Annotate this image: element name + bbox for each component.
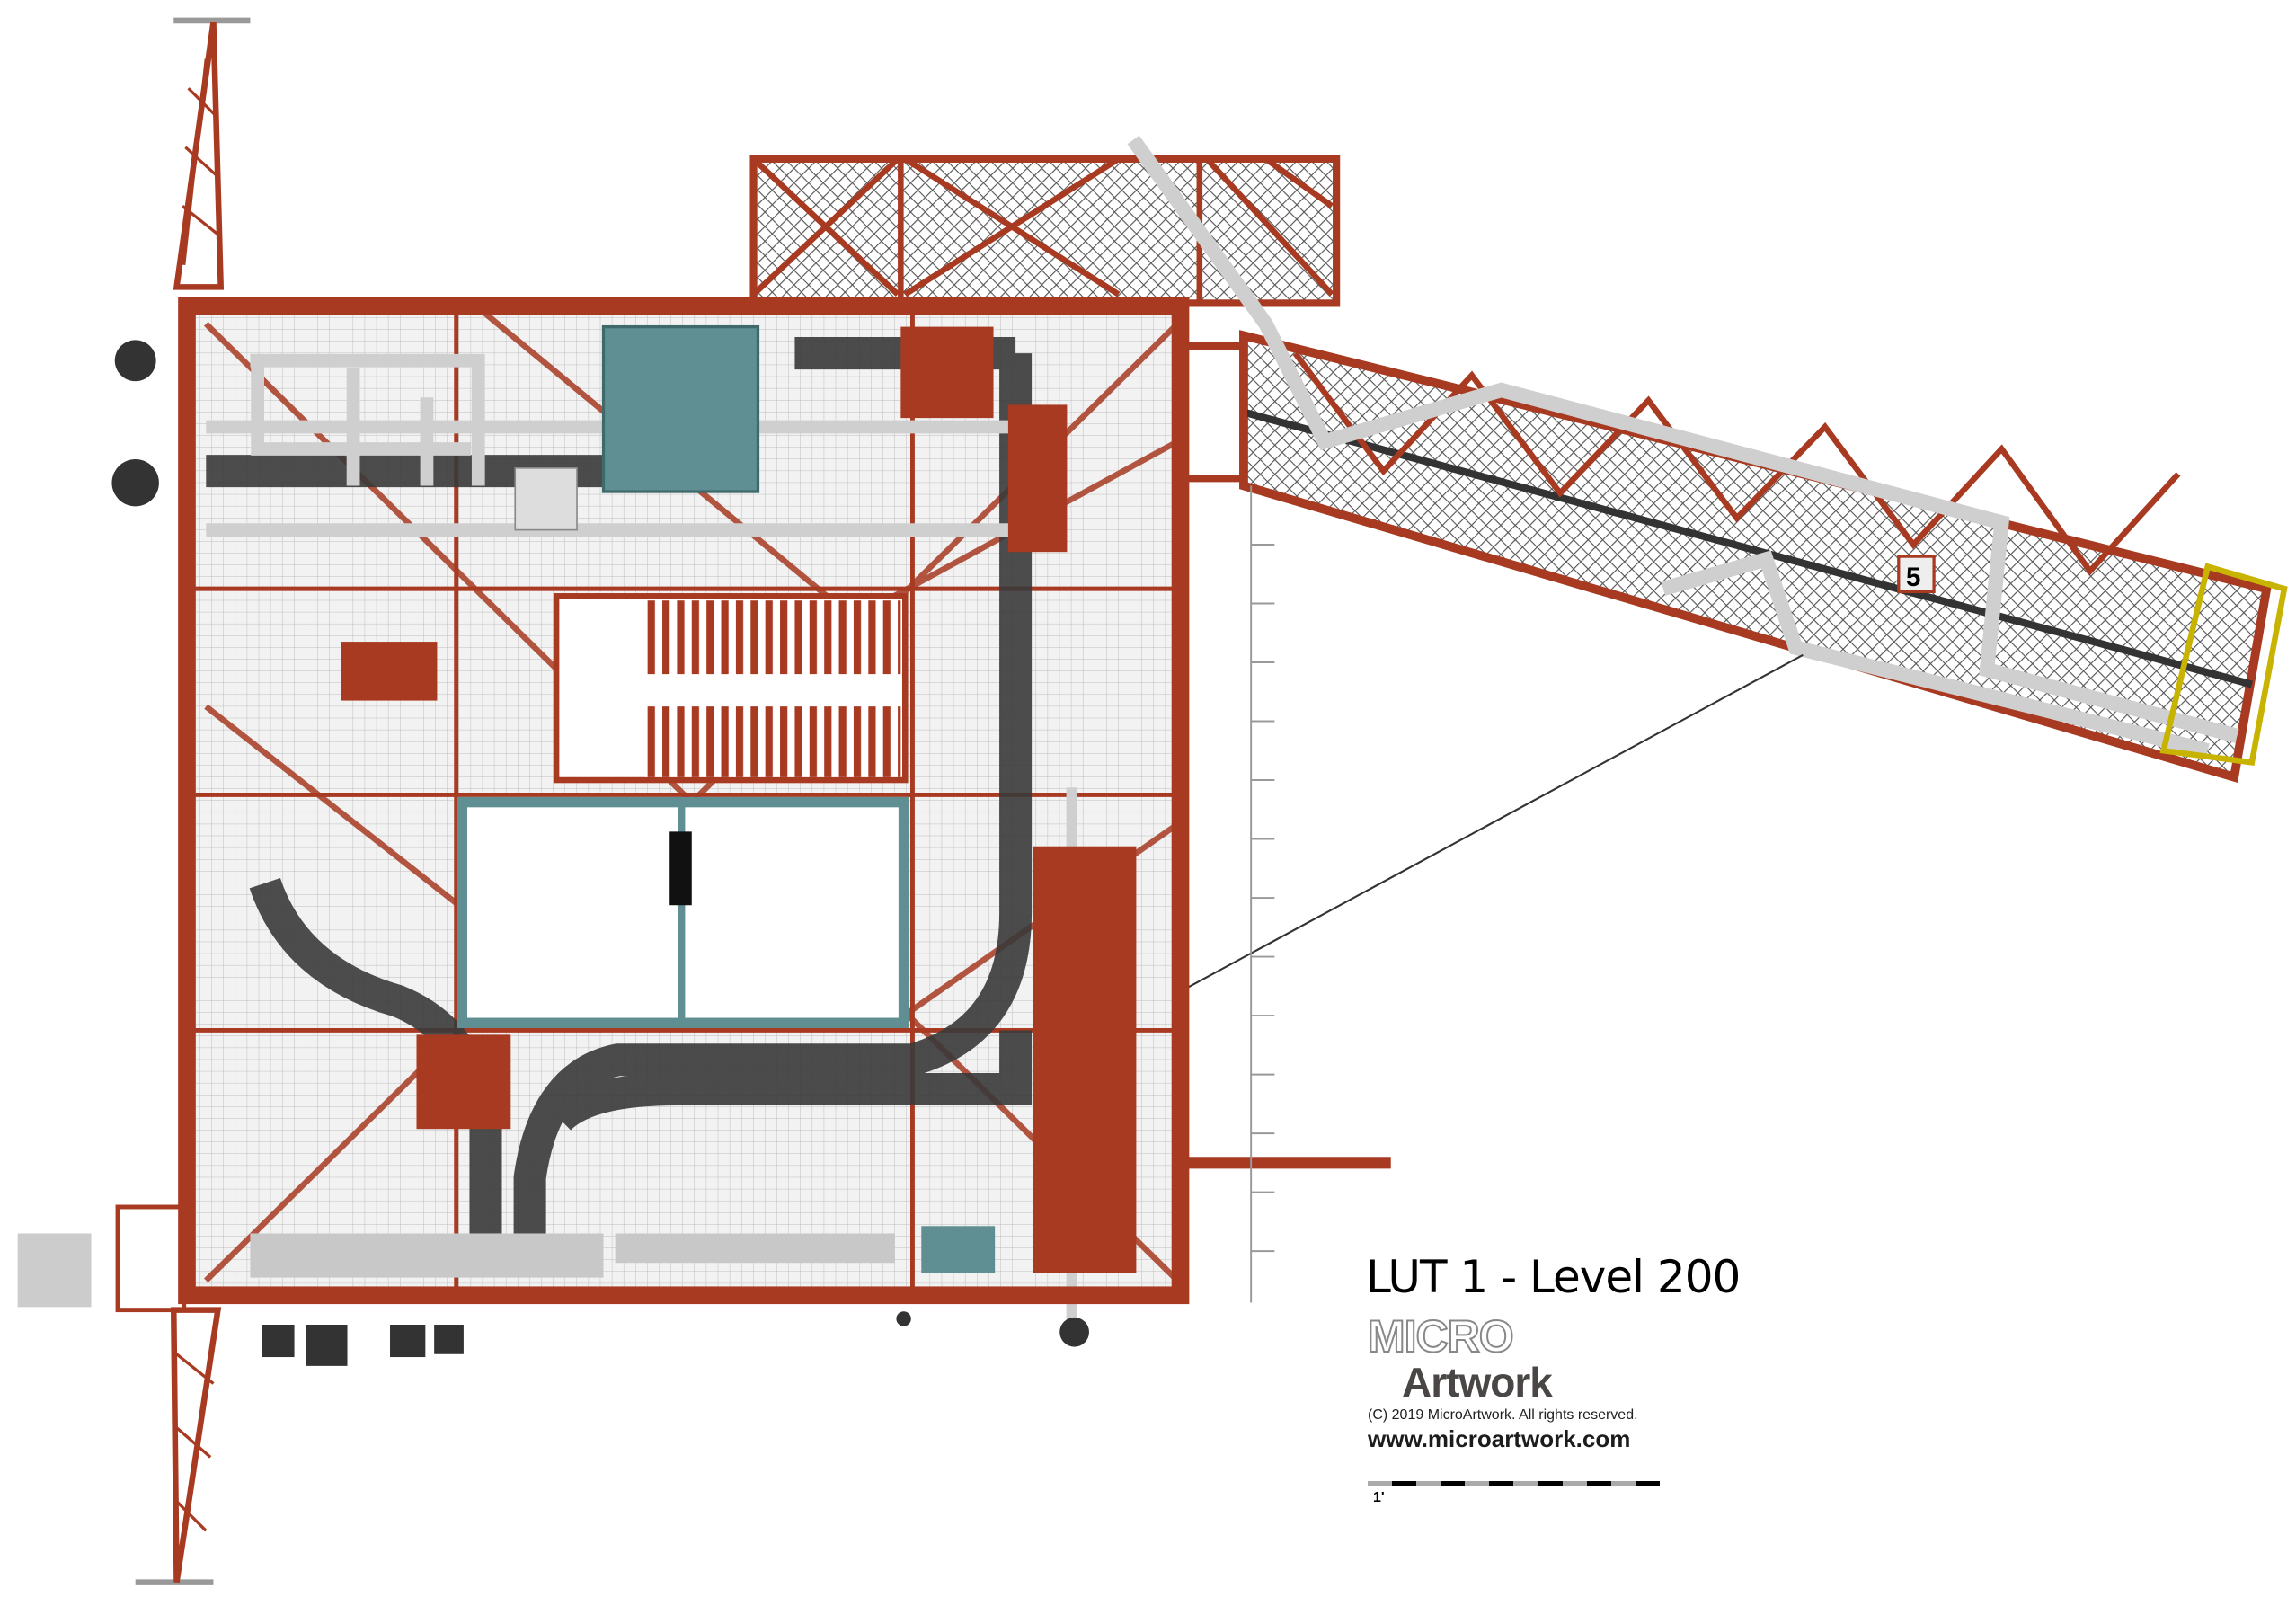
side-fittings — [17, 340, 1089, 1366]
copyright-notice: (C) 2019 MicroArtwork. All rights reserv… — [1368, 1407, 1638, 1423]
logo-micro-text: MICRO — [1367, 1311, 1515, 1362]
right-ruler — [1250, 485, 1275, 1303]
scale-bar — [1368, 1481, 1660, 1486]
conveyor-boom: 5 — [1127, 135, 2288, 990]
logo-artwork-text: Artwork — [1402, 1359, 1553, 1406]
bottom-mast — [135, 1307, 222, 1585]
main-frame — [115, 297, 1391, 1313]
boom-marker-label: 5 — [1906, 563, 1920, 592]
scale-bar-label: 1' — [1373, 1490, 1385, 1505]
equipment — [250, 324, 1137, 1278]
drawing-title: LUT 1 - Level 200 — [1366, 1251, 1741, 1303]
top-mast — [173, 17, 251, 290]
top-cage-platform — [749, 155, 1341, 307]
website-url: www.microartwork.com — [1368, 1425, 1631, 1452]
